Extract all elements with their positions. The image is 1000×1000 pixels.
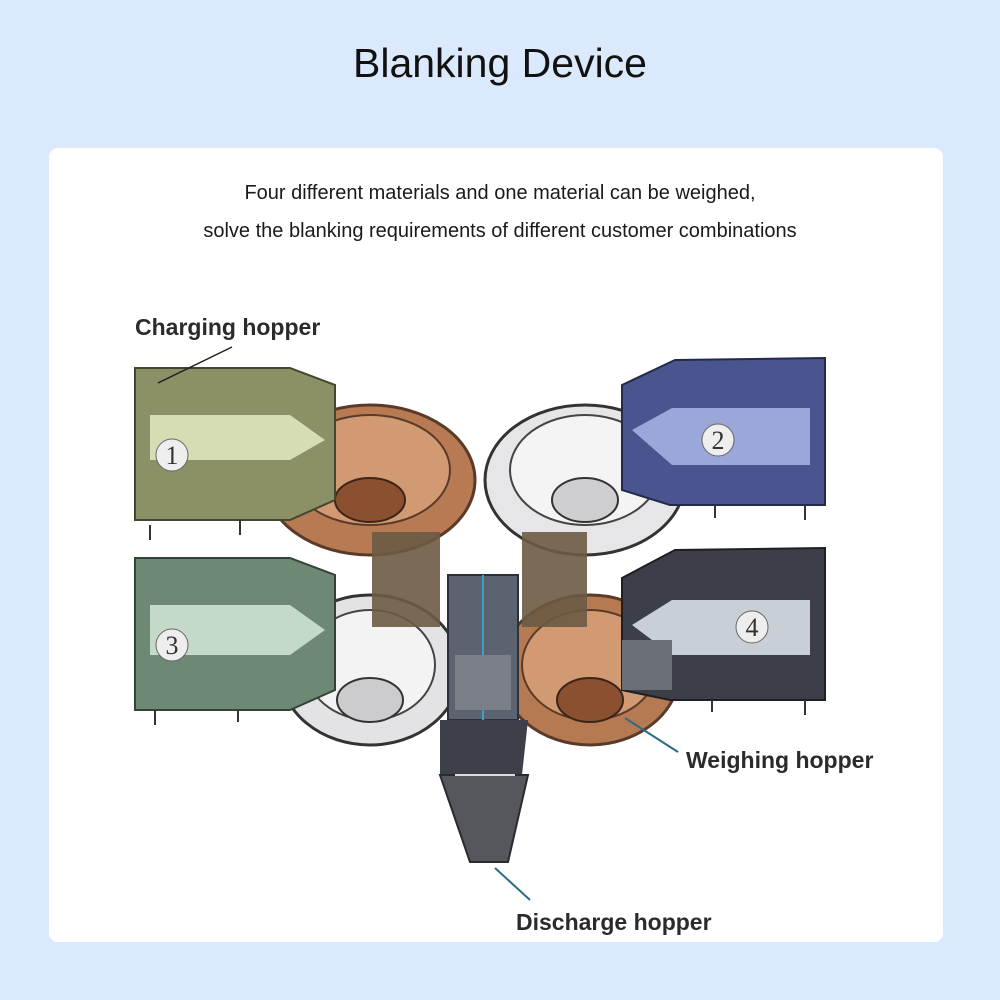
bowl-bottom-left bbox=[278, 593, 462, 747]
central-column bbox=[447, 574, 519, 721]
hopper-number-3: 3 bbox=[166, 631, 179, 660]
hopper-number-1: 1 bbox=[166, 441, 179, 470]
discharge-hopper-label: Discharge hopper bbox=[516, 909, 712, 935]
weighing-hopper-label: Weighing hopper bbox=[686, 747, 873, 773]
page-title: Blanking Device bbox=[353, 40, 647, 86]
charging-hopper-3: 3 bbox=[134, 557, 336, 725]
weighing-hopper-leader bbox=[624, 717, 679, 753]
chute-left bbox=[372, 532, 440, 627]
hopper-number-4: 4 bbox=[746, 613, 759, 642]
charging-hopper-2: 2 bbox=[621, 356, 826, 520]
charging-hopper-leader bbox=[157, 346, 233, 384]
charging-hopper-label: Charging hopper bbox=[135, 314, 320, 340]
subtitle-line-1: Four different materials and one materia… bbox=[244, 182, 756, 204]
hopper-number-2: 2 bbox=[712, 426, 725, 455]
charging-hopper-1: 1 bbox=[134, 367, 336, 540]
subtitle-line-2: solve the blanking requirements of diffe… bbox=[203, 220, 797, 242]
discharge-hopper bbox=[438, 720, 530, 863]
chute-right bbox=[522, 532, 587, 627]
discharge-hopper-leader bbox=[494, 867, 531, 901]
charging-hopper-4: 4 bbox=[621, 546, 826, 715]
